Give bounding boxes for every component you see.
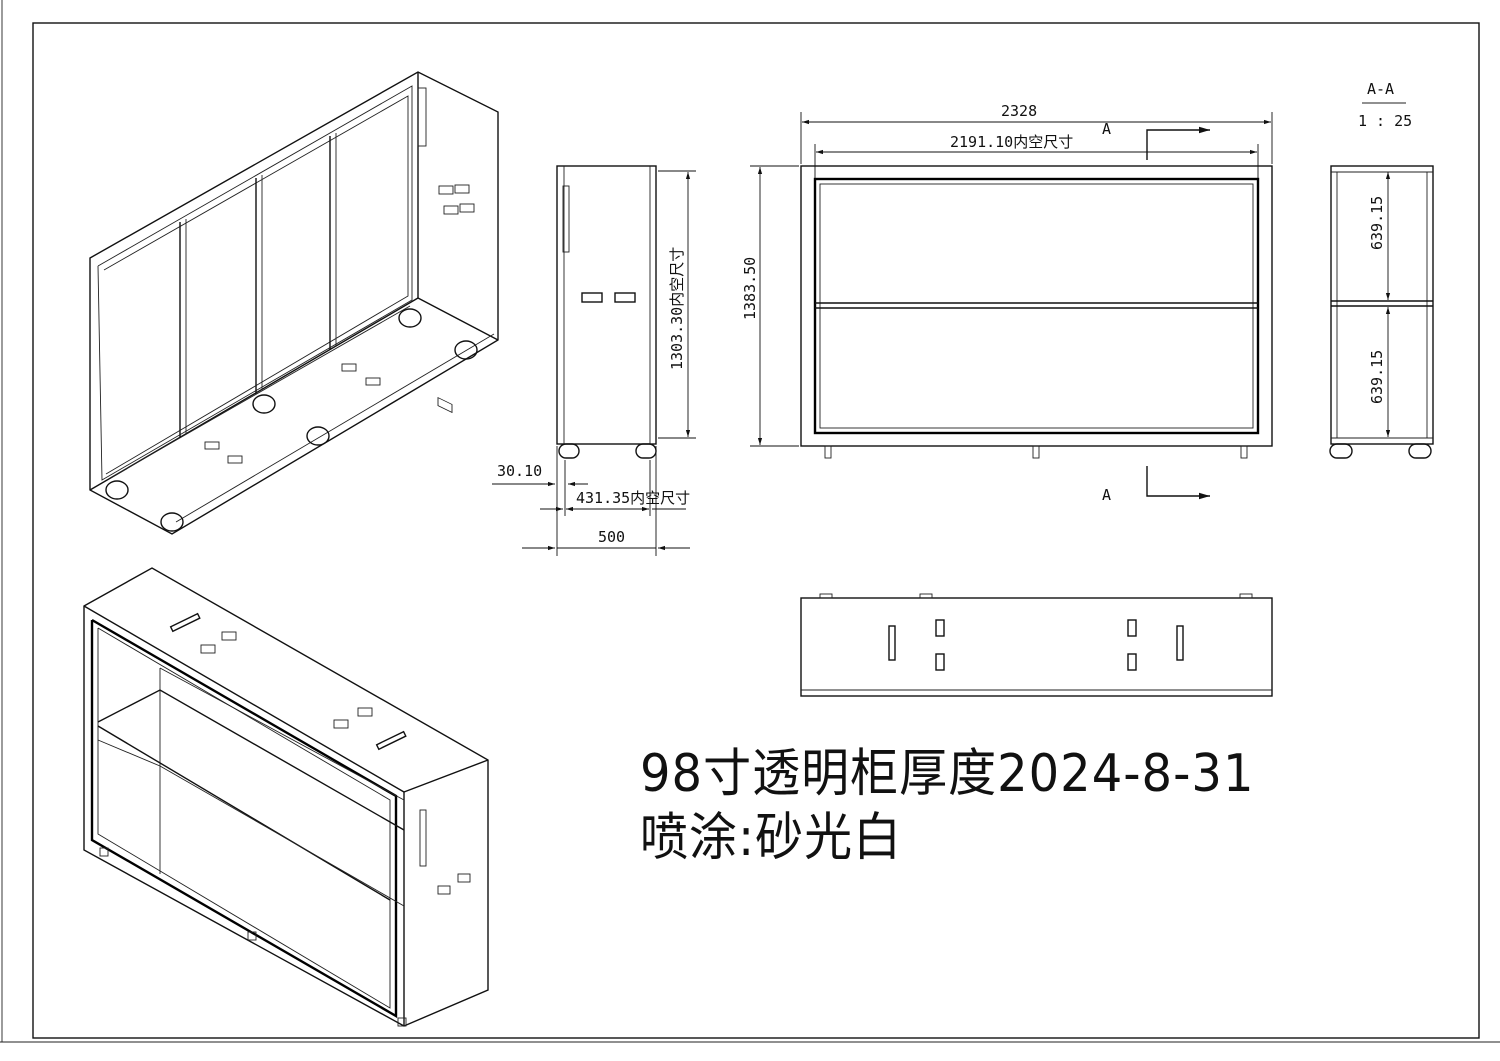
section-label: A-A (1367, 80, 1394, 98)
section-marker-bottom: A (1102, 486, 1111, 504)
dim-section-lower: 639.15 (1368, 350, 1386, 404)
section-aa (1329, 102, 1434, 459)
dim-side-panel: 30.10 (497, 462, 542, 480)
front-view (750, 112, 1273, 500)
iso-rear-view (89, 71, 499, 535)
dim-overall-height: 1383.50 (741, 257, 759, 320)
iso-front-view (83, 567, 489, 1027)
side-view (492, 165, 696, 556)
dim-inner-depth: 431.35内空尺寸 (576, 489, 690, 507)
top-view (800, 593, 1273, 697)
dim-inner-height: 1303.30内空尺寸 (668, 247, 686, 370)
title-note: 98寸透明柜厚度2024-8-31 (640, 743, 1255, 805)
finish-note: 喷涂:砂光白 (640, 807, 903, 869)
dim-section-upper: 639.15 (1368, 196, 1386, 250)
section-marker-top: A (1102, 120, 1111, 138)
dim-overall-depth: 500 (598, 528, 625, 546)
section-scale: 1 : 25 (1358, 112, 1412, 130)
dim-overall-width: 2328 (1001, 102, 1037, 120)
dim-inner-width: 2191.10内空尺寸 (950, 133, 1073, 151)
